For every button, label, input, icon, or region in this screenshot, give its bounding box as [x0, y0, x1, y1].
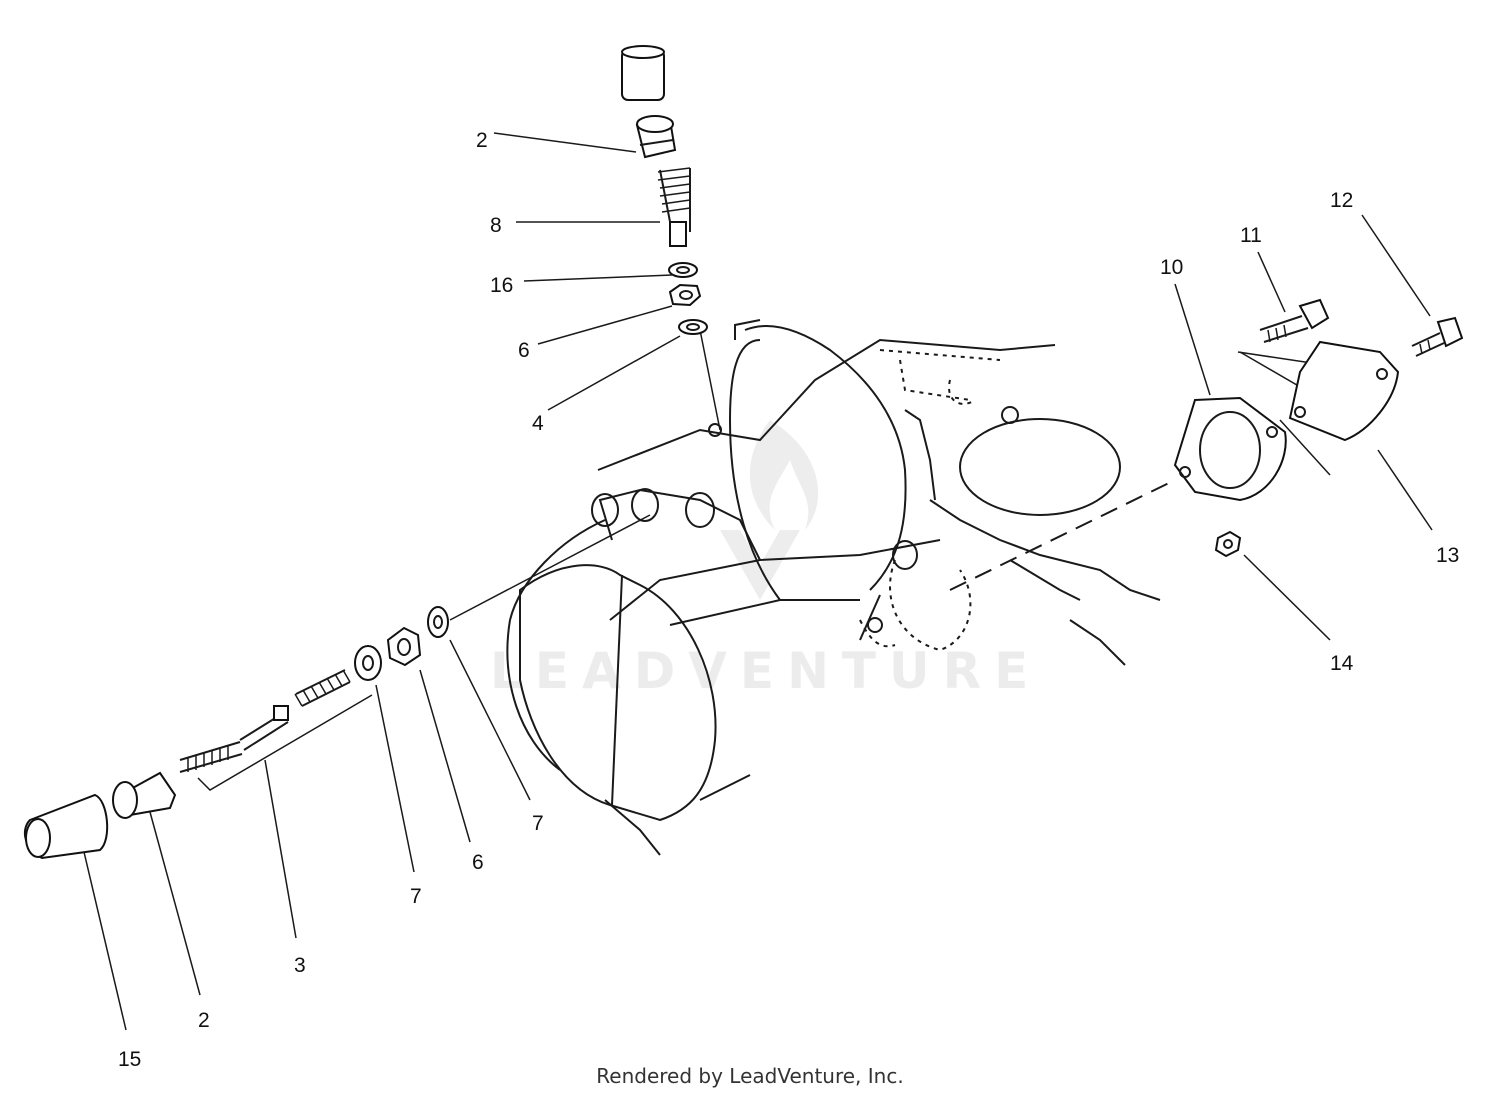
spring-3 — [294, 669, 351, 707]
leadventure-flame-logo — [749, 420, 819, 530]
callout-14: 14 — [1330, 652, 1354, 675]
cover-plate-assembly — [1173, 298, 1464, 558]
bolt-11 — [1259, 298, 1330, 343]
nut-6-lower — [386, 626, 422, 667]
washer-7-right — [427, 606, 449, 638]
callout-6-upper: 6 — [518, 339, 530, 362]
callout-16: 16 — [490, 274, 513, 297]
upper-relief-valve-assembly — [621, 45, 708, 335]
callout-4: 4 — [532, 412, 544, 435]
callout-12: 12 — [1330, 189, 1353, 212]
callout-7-left: 7 — [410, 885, 422, 908]
callout-6-lower: 6 — [472, 851, 484, 874]
callout-10: 10 — [1160, 256, 1183, 279]
lower-relief-valve-assembly — [23, 606, 449, 860]
callout-2-lower: 2 — [198, 1009, 210, 1032]
callout-7-right: 7 — [532, 812, 544, 835]
nut-6-upper — [668, 283, 702, 307]
footer-credit: Rendered by LeadVenture, Inc. — [596, 1064, 904, 1088]
callout-13: 13 — [1436, 544, 1459, 567]
leader-lines — [83, 132, 1433, 1031]
callout-11: 11 — [1240, 224, 1262, 247]
watermark-text: LEADVENTURE — [490, 642, 1041, 700]
callout-numbers: 2 8 16 6 4 12 11 10 13 14 7 6 7 3 2 15 — [118, 129, 1459, 1071]
callout-2-upper: 2 — [476, 129, 488, 152]
washer-16 — [668, 262, 698, 278]
callout-8: 8 — [490, 214, 502, 237]
washer-4 — [678, 319, 708, 335]
gasket-10 — [1173, 396, 1287, 502]
spring-8 — [657, 167, 691, 247]
cover-plate-13 — [1288, 340, 1400, 442]
bolt-12 — [1411, 316, 1464, 357]
callout-3: 3 — [294, 954, 306, 977]
washer-7-left — [354, 645, 382, 681]
nut-14 — [1214, 530, 1242, 558]
transmission-housing — [506, 319, 1161, 856]
callout-15: 15 — [118, 1048, 141, 1071]
valve-stem-3 — [179, 705, 289, 773]
